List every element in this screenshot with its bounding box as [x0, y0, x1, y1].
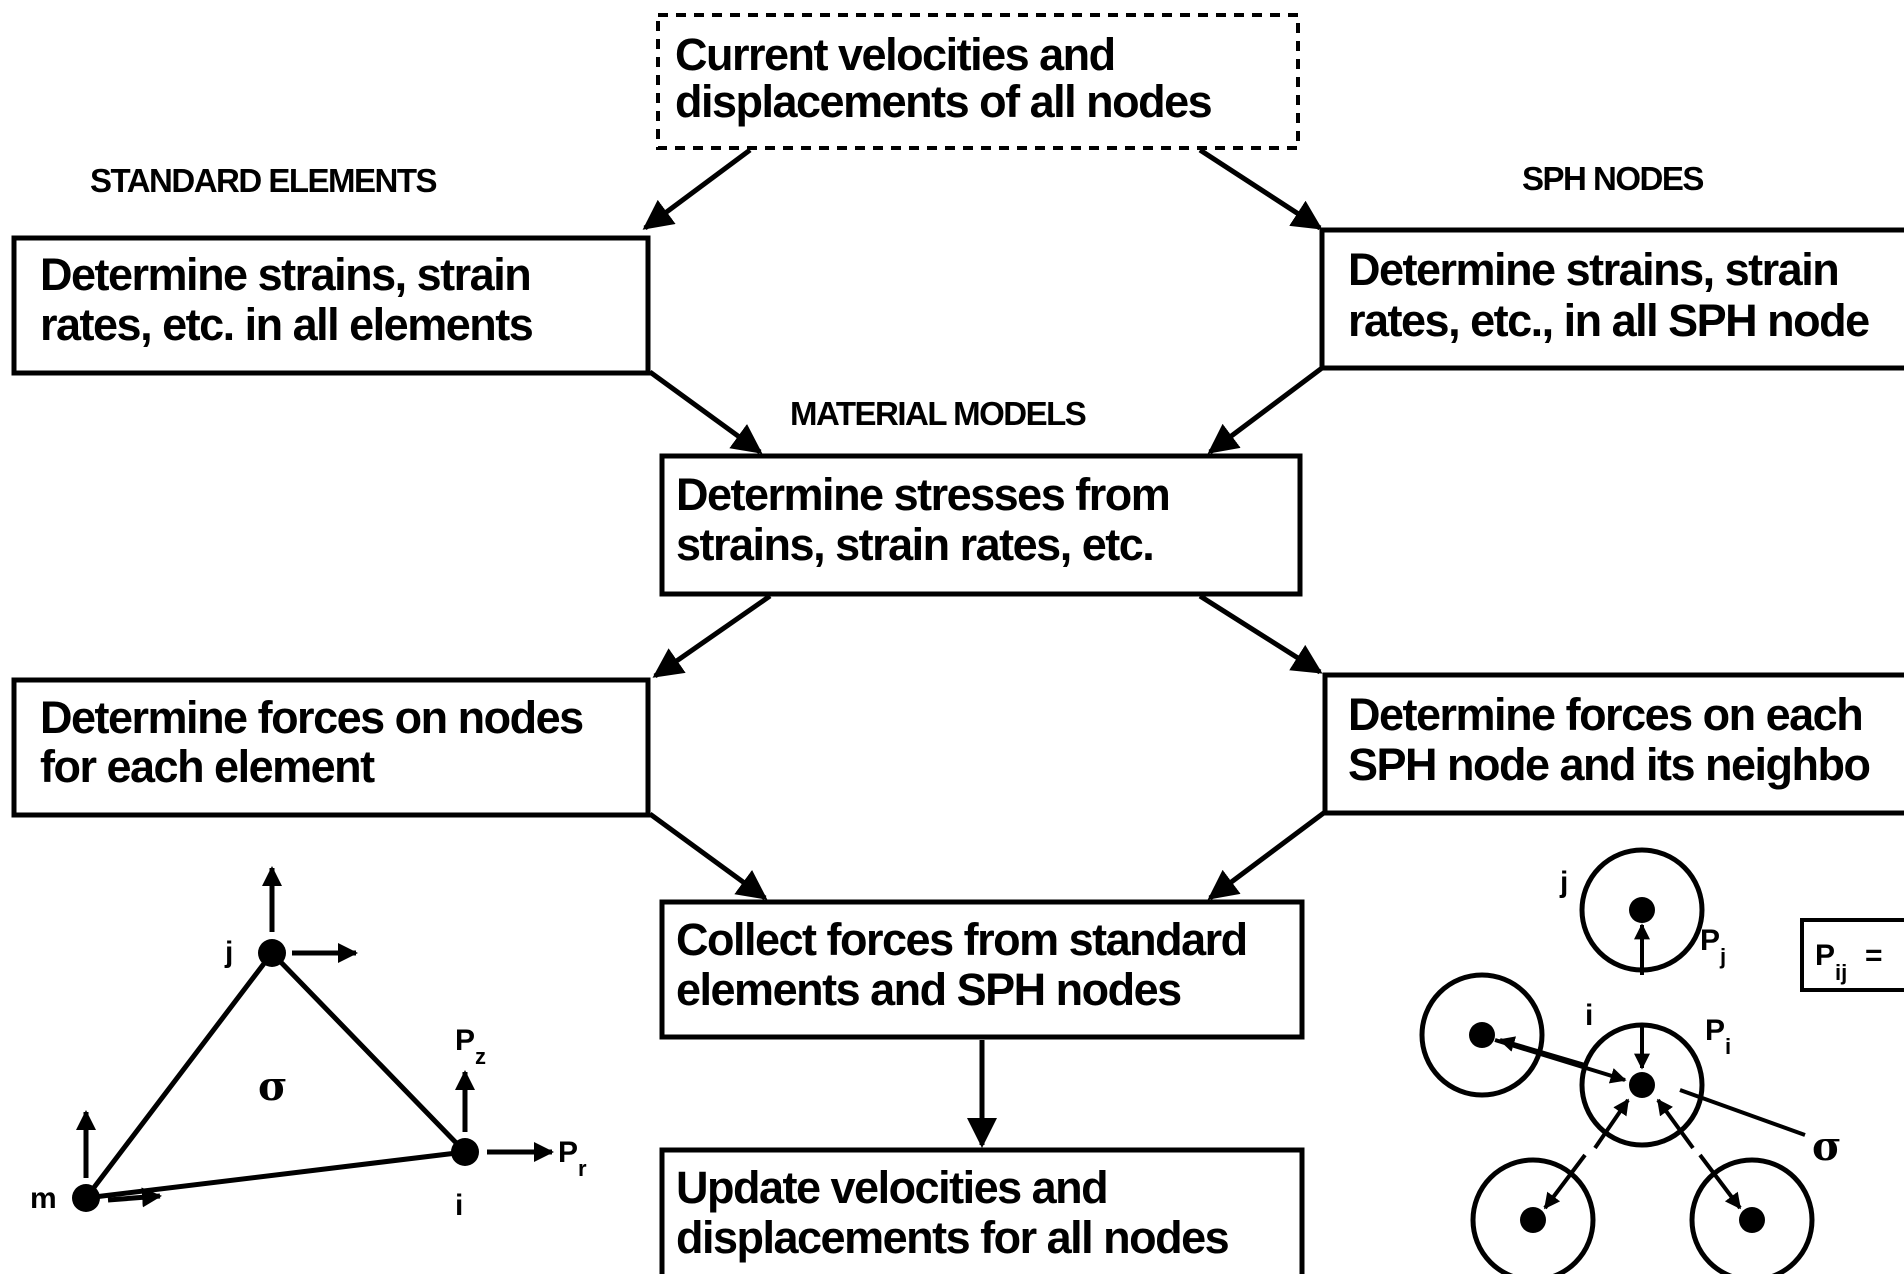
- sph-dot-bottom-left: [1520, 1207, 1546, 1233]
- sph-sigma-pointer: [1679, 1088, 1806, 1137]
- label-sigma-element: σ: [258, 1063, 288, 1110]
- arrow-forces-elements-to-collect: [648, 811, 768, 901]
- node-i-dot: [451, 1138, 479, 1166]
- forces-sph-box: Determine forces on each SPH node and it…: [1322, 672, 1904, 816]
- sph-force-i-to-left: [1498, 1036, 1586, 1067]
- arrow-forces-sph-to-collect: [1207, 809, 1327, 901]
- collect-line-1: Collect forces from standard: [676, 914, 1247, 965]
- current-state-box: Current velocities and displacements of …: [656, 13, 1300, 150]
- element-sketch: j m i σ P z P r: [30, 866, 587, 1222]
- strains-sph-box: Determine strains, strain rates, etc., i…: [1319, 227, 1904, 371]
- sph-force-i-to-bl: [1543, 1153, 1587, 1210]
- strains-sph-line-2: rates, etc., in all SPH node: [1348, 295, 1869, 346]
- collect-line-2: elements and SPH nodes: [676, 964, 1181, 1015]
- arrow-stresses-to-forces-sph: [1198, 593, 1323, 675]
- current-state-line-2: displacements of all nodes: [675, 76, 1212, 127]
- label-node-m: m: [30, 1182, 57, 1215]
- sph-legend-eq: =: [1865, 939, 1883, 972]
- strains-elements-line-1: Determine strains, strain: [40, 249, 530, 300]
- update-line-1: Update velocities and: [676, 1162, 1107, 1213]
- strains-sph-line-1: Determine strains, strain: [1348, 244, 1838, 295]
- sph-dot-j: [1629, 897, 1655, 923]
- sph-label-pi-sub: i: [1725, 1034, 1731, 1059]
- strains-elements-line-2: rates, etc. in all elements: [40, 299, 533, 350]
- sph-nodes-heading: SPH NODES: [1522, 160, 1703, 197]
- arrow-current-to-strains-sph: [1198, 147, 1323, 231]
- sph-dot-i: [1629, 1072, 1655, 1098]
- sph-legend-box: P ij =: [1800, 918, 1904, 992]
- forces-sph-line-1: Determine forces on each: [1348, 689, 1862, 740]
- arrow-strains-elements-to-stresses: [648, 369, 763, 455]
- sph-sketch: j i P j P i σ P ij =: [1419, 847, 1904, 1274]
- sph-legend-p: P: [1815, 939, 1835, 972]
- node-j-dot: [258, 939, 286, 967]
- sph-force-bl-to-i: [1593, 1098, 1630, 1150]
- sph-force-i-to-br: [1698, 1153, 1742, 1210]
- flow-arrows: [642, 147, 1327, 1148]
- arrow-current-to-strains-elements: [642, 147, 752, 231]
- sph-circle-left: [1419, 972, 1545, 1098]
- material-models-heading: MATERIAL MODELS: [790, 395, 1086, 432]
- current-state-line-1: Current velocities and: [675, 29, 1115, 80]
- sph-force-br-to-i: [1656, 1098, 1695, 1150]
- label-pz: P: [455, 1024, 475, 1057]
- update-box: Update velocities and displacements for …: [659, 1147, 1305, 1274]
- stresses-line-2: strains, strain rates, etc.: [676, 519, 1153, 570]
- force-right-m: [107, 1187, 162, 1208]
- label-pr: P: [558, 1136, 578, 1169]
- sph-label-node-j: j: [1559, 866, 1568, 899]
- sph-label-pi: P: [1705, 1014, 1725, 1047]
- sph-legend-sub: ij: [1835, 960, 1847, 985]
- label-node-j: j: [224, 936, 233, 969]
- sph-label-pj: P: [1700, 924, 1720, 957]
- forces-elements-box: Determine forces on nodes for each eleme…: [11, 677, 651, 818]
- label-pz-sub: z: [475, 1044, 486, 1069]
- sph-label-pj-sub: j: [1719, 944, 1726, 969]
- sph-label-node-i: i: [1585, 999, 1593, 1032]
- sph-dot-bottom-right: [1739, 1207, 1765, 1233]
- forces-elements-line-1: Determine forces on nodes: [40, 692, 583, 743]
- stresses-line-1: Determine stresses from: [676, 469, 1169, 520]
- sph-circle-bottom-right: [1689, 1157, 1815, 1274]
- sph-circle-bottom-left: [1470, 1157, 1596, 1274]
- forces-sph-line-2: SPH node and its neighbo: [1348, 739, 1870, 790]
- node-m-dot: [72, 1184, 100, 1212]
- label-node-i: i: [455, 1189, 463, 1222]
- arrow-strains-sph-to-stresses: [1207, 366, 1324, 454]
- collect-box: Collect forces from standard elements an…: [659, 899, 1305, 1040]
- strains-elements-box: Determine strains, strain rates, etc. in…: [11, 235, 651, 376]
- stresses-box: Determine stresses from strains, strain …: [659, 453, 1303, 597]
- standard-elements-heading: STANDARD ELEMENTS: [90, 162, 437, 199]
- triangle-element: [80, 949, 471, 1202]
- label-pr-sub: r: [578, 1156, 587, 1181]
- forces-elements-line-2: for each element: [40, 741, 375, 792]
- arrow-stresses-to-forces-elements: [652, 593, 772, 679]
- sph-label-sigma: σ: [1812, 1123, 1842, 1170]
- update-line-2: displacements for all nodes: [676, 1212, 1229, 1263]
- sph-dot-left: [1469, 1022, 1495, 1048]
